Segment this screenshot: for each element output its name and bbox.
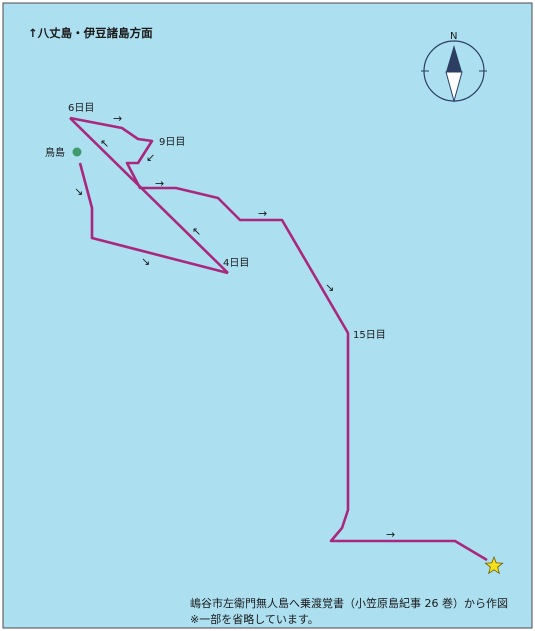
compass-needle-south-icon — [445, 71, 463, 103]
island-marker-icon — [72, 147, 82, 157]
direction-arrow: ↖ — [192, 225, 201, 238]
direction-arrow: → — [155, 177, 164, 190]
route — [69, 116, 488, 562]
day-label-4: 4日目 — [223, 258, 249, 269]
day-label-9: 9日目 — [159, 137, 185, 148]
compass: N — [421, 31, 487, 103]
day-labels: 6日目 9日目 4日目 15日目 — [68, 103, 386, 341]
direction-arrow: → — [386, 528, 395, 541]
destination-star-icon — [484, 555, 504, 575]
day-label-15: 15日目 — [353, 330, 386, 341]
direction-arrow: ↘ — [141, 255, 150, 268]
compass-needle-north-icon — [446, 45, 462, 72]
island-label: 鳥島 — [45, 146, 65, 159]
direction-arrow: → — [258, 207, 267, 220]
direction-arrow: ↘ — [74, 185, 83, 198]
direction-arrow: ↘ — [325, 281, 334, 294]
direction-arrow: → — [113, 112, 122, 125]
torishima: 鳥島 — [45, 146, 82, 159]
heading-direction: ↑八丈島・伊豆諸島方面 — [28, 26, 153, 40]
compass-north-label: N — [450, 31, 457, 42]
day-label-6: 6日目 — [68, 103, 94, 114]
route-segment-main — [69, 116, 488, 562]
route-segment-loop — [78, 162, 229, 275]
direction-arrow: ↙ — [146, 151, 155, 164]
direction-arrow: ↖ — [100, 137, 109, 150]
direction-arrows: → ↙ ↖ → ↘ ↖ → ↘ ↘ → — [74, 112, 395, 541]
credit-line-1: 嶋谷市左衛門無人島へ乗渡覚書（小笠原島紀事 26 巻）から作図 — [190, 596, 508, 610]
route-segment-cross — [69, 117, 229, 274]
credit-line-2: ※一部を省略しています。 — [190, 612, 319, 626]
